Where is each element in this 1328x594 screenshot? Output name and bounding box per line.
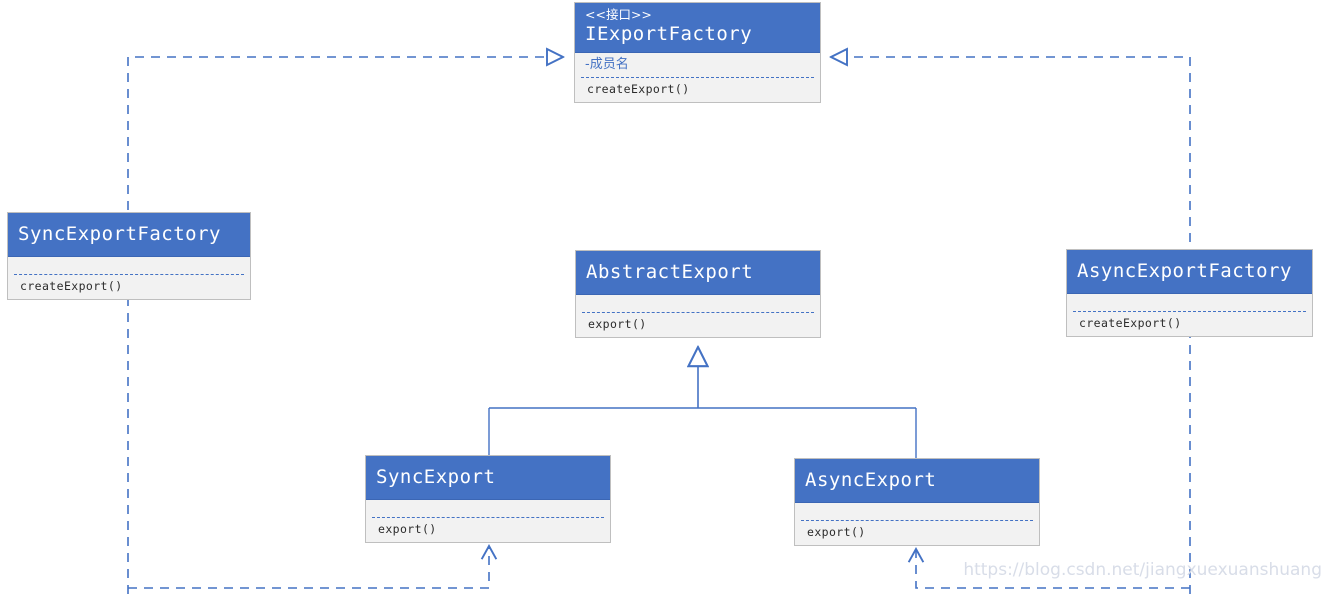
- class-header-abstractexport: AbstractExport: [576, 251, 820, 295]
- attribute-item: -成员名: [585, 57, 629, 72]
- class-section-divider: [1073, 311, 1306, 312]
- class-box-asyncexport[interactable]: AsyncExport export(): [794, 458, 1040, 546]
- class-name-asyncexport: AsyncExport: [805, 469, 937, 491]
- operation-item: export(): [378, 522, 437, 536]
- operation-item: createExport(): [1079, 316, 1182, 330]
- class-operations-abstractexport: export(): [576, 313, 820, 337]
- class-header-iexportfactory: <<接口>> IExportFactory: [575, 3, 820, 53]
- class-operations-asyncexport: export(): [795, 521, 1039, 545]
- class-operations-syncexportfactory: createExport(): [8, 275, 250, 299]
- class-box-abstractexport[interactable]: AbstractExport export(): [575, 250, 821, 338]
- edge-syncexportfactory-realizes-iexportfactory: [127, 57, 563, 594]
- class-section-divider: [582, 312, 814, 313]
- class-section-divider: [14, 274, 244, 275]
- class-header-syncexportfactory: SyncExportFactory: [8, 213, 250, 257]
- class-name-iexportfactory: IExportFactory: [585, 23, 753, 45]
- class-name-asyncexportfactory: AsyncExportFactory: [1077, 260, 1292, 282]
- class-attributes-iexportfactory: -成员名: [575, 53, 820, 77]
- edge-asyncexportfactory-depends-asyncexport: [907, 547, 1190, 589]
- class-box-syncexport[interactable]: SyncExport export(): [365, 455, 611, 543]
- class-box-asyncexportfactory[interactable]: AsyncExportFactory createExport(): [1066, 249, 1313, 337]
- edge-syncexportfactory-depends-syncexport: [128, 544, 498, 589]
- class-header-syncexport: SyncExport: [366, 456, 610, 500]
- class-attributes-asyncexport: [795, 503, 1039, 520]
- watermark-text: https://blog.csdn.net/jiangxuexuanshuang: [963, 560, 1322, 580]
- class-name-syncexport: SyncExport: [376, 466, 496, 488]
- class-section-divider: [372, 517, 604, 518]
- class-section-divider: [801, 520, 1033, 521]
- class-box-syncexportfactory[interactable]: SyncExportFactory createExport(): [7, 212, 251, 300]
- class-name-abstractexport: AbstractExport: [586, 261, 754, 283]
- operation-item: createExport(): [20, 279, 123, 293]
- class-attributes-abstractexport: [576, 295, 820, 312]
- operation-item: export(): [588, 317, 647, 331]
- edge-generalization-tree-abstractexport: [488, 347, 917, 458]
- class-header-asyncexportfactory: AsyncExportFactory: [1067, 250, 1312, 294]
- class-attributes-asyncexportfactory: [1067, 294, 1312, 311]
- class-attributes-syncexportfactory: [8, 257, 250, 274]
- class-operations-asyncexportfactory: createExport(): [1067, 312, 1312, 336]
- operation-item: createExport(): [587, 82, 690, 96]
- class-box-iexportfactory[interactable]: <<接口>> IExportFactory -成员名 createExport(…: [574, 2, 821, 103]
- operation-item: export(): [807, 525, 866, 539]
- class-header-asyncexport: AsyncExport: [795, 459, 1039, 503]
- class-operations-syncexport: export(): [366, 518, 610, 542]
- class-section-divider: [581, 77, 814, 78]
- class-name-syncexportfactory: SyncExportFactory: [18, 223, 221, 245]
- class-operations-iexportfactory: createExport(): [575, 78, 820, 102]
- edge-asyncexportfactory-realizes-iexportfactory: [831, 57, 1191, 594]
- class-attributes-syncexport: [366, 500, 610, 517]
- class-stereotype-iexportfactory: <<接口>>: [585, 7, 652, 22]
